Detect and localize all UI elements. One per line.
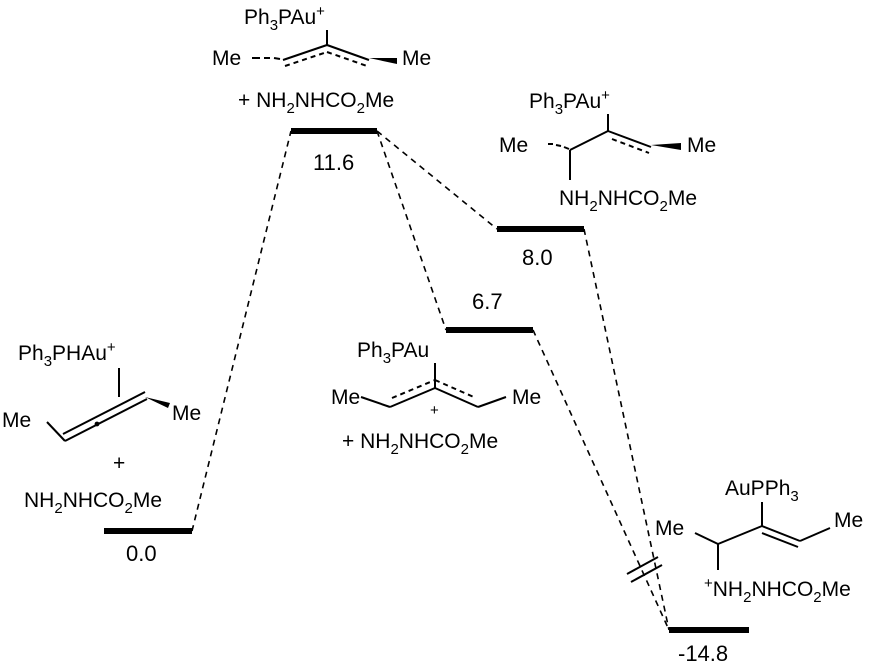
formula-ph3pau: Ph3PAu+ [244, 3, 325, 34]
methyl-label: Me [687, 134, 716, 157]
bond-partial [326, 51, 368, 67]
bond-partial [284, 51, 328, 67]
structure-reactant: Ph3PHAu+ Me Me + NH2NHCO2Me [2, 339, 201, 517]
methyl-label: Me [655, 517, 684, 540]
formula-ph3pau: Ph3PAu [357, 339, 429, 367]
bond-hashed [555, 144, 562, 147]
bond [607, 130, 652, 148]
methyl-label: Me [834, 509, 863, 532]
bond-double [761, 525, 801, 542]
formula-ph3pau: Ph3PAu+ [529, 87, 610, 118]
axis-break-mark [630, 564, 663, 583]
bond-double [761, 532, 799, 548]
bond-double [64, 398, 148, 442]
plus-sign: + [113, 452, 125, 475]
methyl-label: Me [499, 134, 528, 157]
bond [434, 387, 479, 408]
formula-ph3phau: Ph3PHAu+ [18, 339, 116, 370]
bond [360, 396, 391, 408]
methyl-label: Me [331, 386, 360, 409]
methyl-label: Me [2, 409, 31, 432]
energy-label-product: -14.8 [678, 641, 728, 665]
energy-label-intermediate-b: 6.7 [472, 289, 503, 314]
bond-partial [611, 138, 650, 154]
axis-break-mark [626, 556, 659, 575]
formula-hydrazine: NH2NHCO2Me [24, 489, 162, 517]
formula-hydrazine: NH2NHCO2Me [559, 187, 697, 215]
bond [799, 527, 831, 542]
bond [326, 44, 370, 61]
wedge-bond [369, 58, 397, 64]
energy-label-intermediate-a: 8.0 [522, 245, 553, 270]
bond-hashed [273, 57, 281, 60]
bond [569, 130, 609, 151]
structure-transition-state: Ph3PAu+ Me Me + NH2NHCO2Me [212, 3, 431, 117]
methyl-label: Me [172, 402, 201, 425]
formula-hydrazinium: +NH2NHCO2Me [704, 575, 851, 606]
bond-partial [434, 379, 477, 399]
formula-hydrazine: + NH2NHCO2Me [342, 430, 498, 458]
cation-charge: + [430, 402, 439, 419]
bond-hashed [563, 146, 570, 150]
connector-ts-to-int-a [376, 130, 498, 230]
connector-reactant-to-ts [191, 130, 292, 532]
bond [46, 421, 66, 442]
formula-hydrazine: + NH2NHCO2Me [238, 89, 394, 117]
structure-intermediate-b: Ph3PAu Me Me + + NH2NHCO2Me [331, 339, 541, 458]
bond [694, 532, 719, 545]
energy-label-transition-state: 11.6 [313, 150, 354, 175]
bond-partial [391, 379, 436, 399]
bond-double [62, 391, 146, 435]
wedge-bond [651, 143, 681, 150]
structure-product: AuPPh3 Me Me +NH2NHCO2Me [655, 477, 863, 606]
connector-ts-to-int-b [376, 130, 447, 331]
methyl-label: Me [402, 47, 431, 70]
structure-intermediate-a: Ph3PAu+ Me Me NH2NHCO2Me [499, 87, 716, 215]
bond [477, 396, 507, 408]
methyl-label: Me [212, 47, 241, 70]
energy-label-reactant: 0.0 [126, 541, 157, 566]
formula-auppH3: AuPPh3 [725, 477, 799, 505]
central-carbon-dot [94, 421, 100, 427]
connector-int-b-to-product [532, 329, 670, 631]
connector-int-a-to-product [583, 228, 670, 631]
bond [717, 525, 763, 545]
wedge-bond [145, 397, 170, 408]
bond [389, 387, 436, 408]
bond [282, 44, 328, 61]
methyl-label: Me [512, 386, 541, 409]
